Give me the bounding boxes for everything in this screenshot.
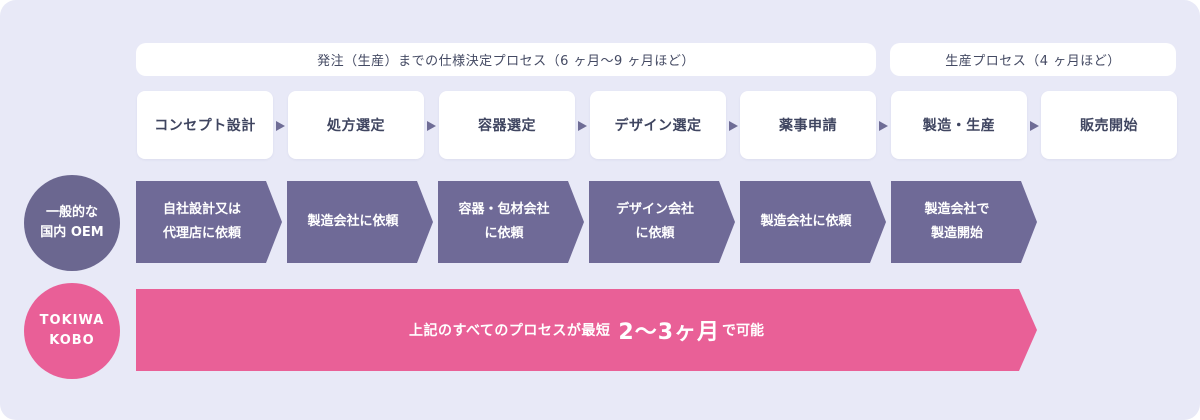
general-step-arrow: 製造会社に依頼: [740, 181, 886, 263]
phase-design-process: 発注（生産）までの仕様決定プロセス（6 ヶ月〜9 ヶ月ほど）: [136, 43, 876, 76]
step-container-selection: 容器選定: [439, 91, 575, 159]
general-step-arrow: 容器・包材会社 に依頼: [438, 181, 584, 263]
tokiwa-message-suffix: で可能: [722, 323, 765, 339]
step-sales-start: 販売開始: [1041, 91, 1177, 159]
step-regulatory-application: 薬事申請: [740, 91, 876, 159]
tokiwa-kobo-circle: TOKIWA KOBO: [24, 283, 120, 379]
step-design-selection: デザイン選定: [590, 91, 726, 159]
step-arrow-icon: [879, 121, 888, 131]
tokiwa-message-prefix: 上記のすべてのプロセスが最短: [408, 323, 611, 339]
step-arrow-icon: [1030, 121, 1039, 131]
step-manufacturing: 製造・生産: [891, 91, 1027, 159]
step-arrow-icon: [427, 121, 436, 131]
general-oem-circle: 一般的な 国内 OEM: [24, 175, 120, 271]
step-arrow-icon: [276, 121, 285, 131]
step-arrow-icon: [729, 121, 738, 131]
general-step-arrow: 自社設計又は 代理店に依頼: [136, 181, 282, 263]
tokiwa-message-emphasis: 2〜3ヶ月: [618, 320, 721, 345]
general-step-arrow: デザイン会社 に依頼: [589, 181, 735, 263]
phase-production-process: 生産プロセス（4 ヶ月ほど）: [890, 43, 1176, 76]
tokiwa-process-arrow: 上記のすべてのプロセスが最短 2〜3ヶ月 で可能: [136, 289, 1037, 371]
step-formula-selection: 処方選定: [288, 91, 424, 159]
step-concept-design: コンセプト設計: [137, 91, 273, 159]
general-step-arrow: 製造会社に依頼: [287, 181, 433, 263]
general-step-arrow: 製造会社で 製造開始: [891, 181, 1037, 263]
step-arrow-icon: [578, 121, 587, 131]
